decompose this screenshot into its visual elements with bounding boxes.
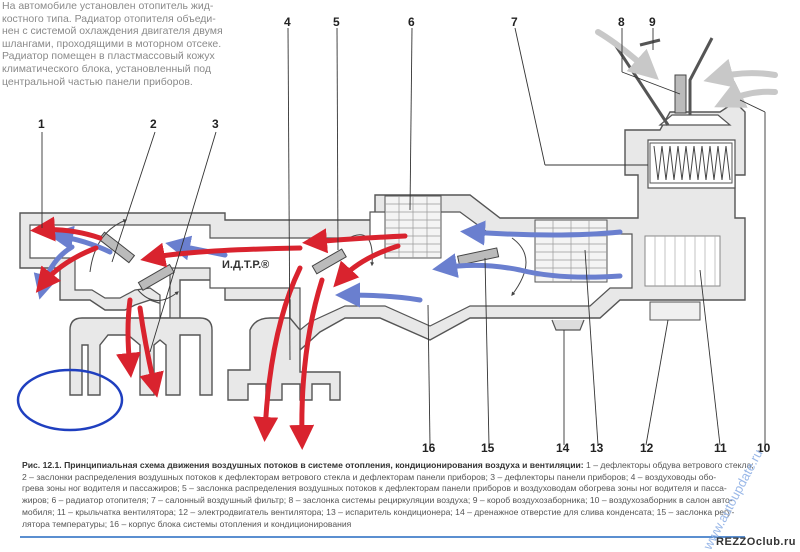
callout-3: 3 <box>212 117 219 131</box>
highlight-circle <box>16 368 124 432</box>
caption-line: Рис. 12.1. Принципиальная схема движения… <box>22 460 792 472</box>
cold-air-arrows <box>33 220 623 308</box>
condensate-drain <box>551 319 585 331</box>
callout-4: 4 <box>284 15 291 29</box>
callout-13: 13 <box>590 441 604 455</box>
hot-air-arrows <box>30 216 408 450</box>
caption-line: грева зоны ног водителя и пассажиров; 5 … <box>22 483 727 494</box>
intro-line: климатического блока, установленный под <box>2 62 212 75</box>
callout-11: 11 <box>714 441 727 455</box>
brand-mark: И.Д.Т.Р.® <box>222 259 269 271</box>
callout-5: 5 <box>333 15 340 29</box>
callout-1: 1 <box>38 117 45 131</box>
site-logo: REZZOclub.ru <box>716 536 796 548</box>
intro-line: нен с системой охлаждения двигателя двум… <box>2 25 223 38</box>
cabin-filter <box>649 142 733 184</box>
caption-line-text: 1 – дефлекторы обдува ветрового стекла; <box>586 460 754 470</box>
callout-14: 14 <box>556 441 570 455</box>
callout-7: 7 <box>511 15 518 29</box>
air-intake-box <box>610 37 714 126</box>
callout-6: 6 <box>408 15 415 29</box>
intro-line: костного типа. Радиатор отопителя объеди… <box>2 12 216 25</box>
fan-impeller <box>644 235 721 287</box>
intro-line: центральной частью панели приборов. <box>2 75 193 88</box>
callout-16: 16 <box>422 441 436 455</box>
recirculation-flap <box>674 74 687 114</box>
fan-motor <box>649 301 701 321</box>
callout-numbers: 1 2 3 4 5 6 7 8 9 10 11 12 13 14 15 16 <box>38 15 771 455</box>
intro-line: Радиатор помещен в пластмассовый кожух <box>2 50 215 63</box>
caption-title: Рис. 12.1. Принципиальная схема движения… <box>22 460 584 470</box>
intro-line: На автомобиле установлен отопитель жид- <box>2 0 214 12</box>
caption-line: мобиля; 11 – крыльчатка вентилятора; 12 … <box>22 506 735 517</box>
caption-line: 2 – заслонки распределения воздушных пот… <box>22 471 717 482</box>
intro-text: На автомобиле установлен отопитель жид- … <box>2 0 264 88</box>
panel-flap <box>137 263 175 292</box>
distribution-flap-5 <box>311 248 347 275</box>
caption-line: лятора температуры; 16 – корпус блока си… <box>22 518 352 529</box>
footwell-ducts <box>69 317 341 401</box>
callout-10: 10 <box>757 441 771 455</box>
callout-12: 12 <box>640 441 654 455</box>
caption-line: жиров; 6 – радиатор отопителя; 7 – салон… <box>22 495 733 506</box>
callout-2: 2 <box>150 117 157 131</box>
intro-line: шлангами, проходящими в моторном отсеке. <box>2 37 222 50</box>
figure-caption: Рис. 12.1. Принципиальная схема движения… <box>22 460 792 530</box>
callout-9: 9 <box>649 15 656 29</box>
callout-8: 8 <box>618 15 625 29</box>
distribution-flaps <box>98 231 500 292</box>
callout-15: 15 <box>481 441 495 455</box>
leader-lines <box>41 27 766 446</box>
caption-rule <box>20 536 745 538</box>
